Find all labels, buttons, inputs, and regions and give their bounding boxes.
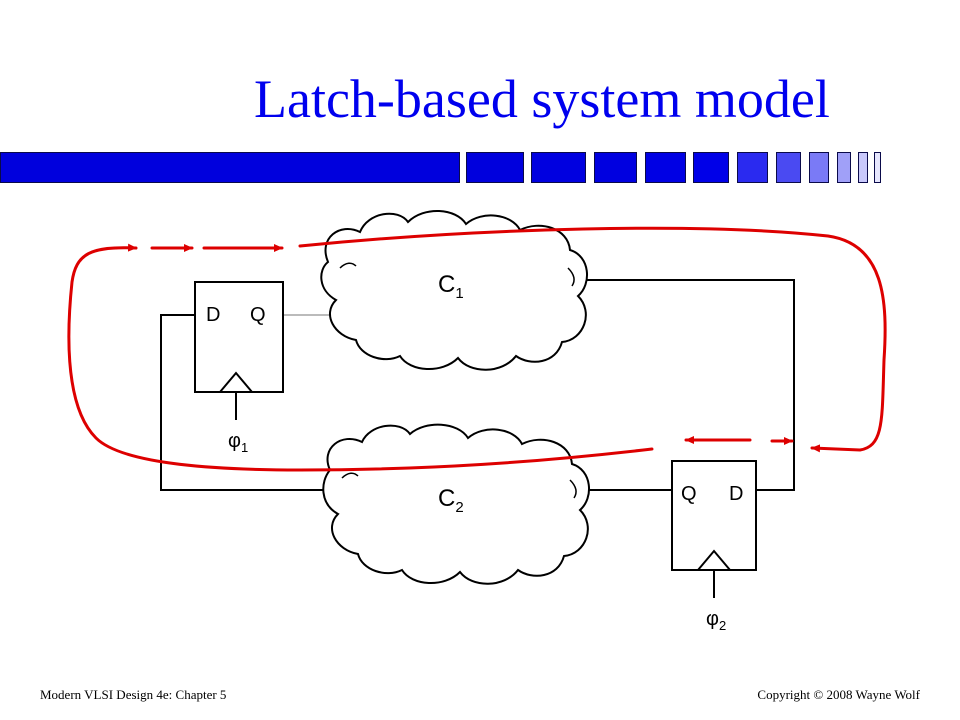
wire-c2-to-latch1: [160, 314, 325, 491]
cloud-c1-outline: [320, 209, 589, 371]
bar-1: [0, 152, 460, 183]
bar-9: [809, 152, 829, 183]
latch-top: D Q φ1: [194, 281, 284, 455]
red-path-main: [298, 226, 887, 453]
bar-3: [531, 152, 586, 183]
footer-course: Modern VLSI Design 4e: Chapter 5: [40, 687, 227, 702]
bar-4: [594, 152, 637, 183]
latch-bottom: Q D φ2: [671, 460, 757, 633]
cloud-c2-label: C2: [438, 485, 464, 516]
latch-bottom-d-label: D: [729, 483, 743, 505]
latch-top-d-label: D: [206, 304, 220, 326]
cloud-c1-letter: C: [438, 271, 455, 298]
bar-6: [693, 152, 729, 183]
cloud-c1-label: C1: [438, 271, 464, 302]
bar-8: [776, 152, 801, 183]
bar-10: [837, 152, 851, 183]
bar-5: [645, 152, 686, 183]
latch-top-clock-triangle: [219, 371, 253, 393]
phi2-label: φ2: [706, 608, 726, 633]
bar-11: [858, 152, 868, 183]
cloud-c1-subscript: 1: [455, 285, 463, 302]
latch-top-q-label: Q: [250, 304, 266, 326]
bar-2: [466, 152, 524, 183]
cloud-c2: C2: [322, 423, 591, 585]
wire-c1-to-latch2: [585, 279, 795, 491]
phi1-symbol: φ: [228, 430, 241, 452]
latch-top-box: [194, 281, 284, 393]
latch-bottom-q-label: Q: [681, 483, 697, 505]
cloud-c1: C1: [320, 209, 589, 371]
cloud-c2-subscript: 2: [455, 499, 463, 516]
footer-copyright: Copyright © 2008 Wayne Wolf: [757, 687, 920, 702]
wires: [160, 279, 795, 598]
phi2-subscript: 2: [719, 618, 726, 633]
phi1-label: φ1: [228, 430, 248, 455]
bar-12: [874, 152, 881, 183]
latch-bottom-clock-triangle: [697, 549, 731, 571]
phi2-symbol: φ: [706, 608, 719, 630]
latch-bottom-box: [671, 460, 757, 571]
slide-title: Latch-based system model: [254, 69, 830, 129]
red-path-return: [67, 243, 654, 472]
title-underline-bars: [0, 152, 960, 184]
bar-7: [737, 152, 768, 183]
cloud-c2-letter: C: [438, 485, 455, 512]
phi1-subscript: 1: [241, 440, 248, 455]
cloud-c2-outline: [322, 423, 591, 585]
timing-path: [67, 226, 887, 472]
